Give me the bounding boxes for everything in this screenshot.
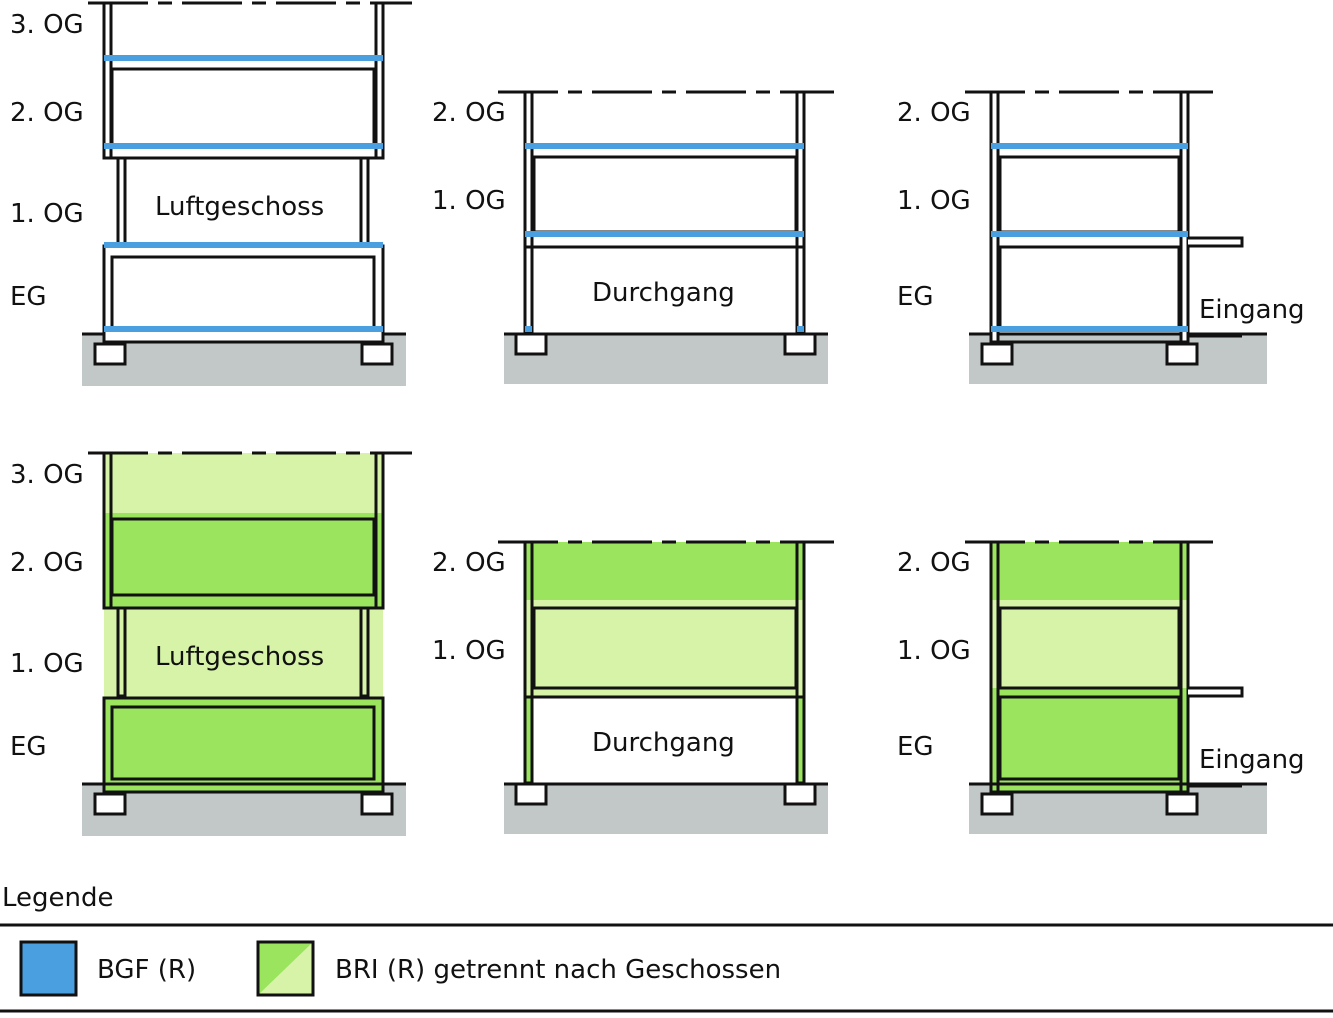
column — [359, 156, 370, 246]
floor-label: 2. OG — [897, 98, 971, 128]
bri-split-swatch-icon — [256, 940, 315, 997]
row1-sections: 3. OG 2. OG 1. OG EG Luftgeschoss 2 — [10, 1, 1305, 386]
floor-room — [110, 705, 376, 781]
row1-left-building: 3. OG 2. OG 1. OG EG Luftgeschoss — [10, 1, 412, 386]
bgf-band — [104, 55, 383, 61]
foundation — [360, 792, 394, 816]
bgf-band — [991, 143, 1188, 149]
floor-label: 2. OG — [10, 548, 84, 578]
luftgeschoss-label: Luftgeschoss — [155, 192, 324, 222]
floor-label: EG — [897, 732, 934, 762]
foundation — [514, 332, 548, 356]
floor-label: 1. OG — [897, 636, 971, 666]
foundation — [783, 332, 817, 356]
floor-room — [998, 245, 1181, 331]
eingang-label: Eingang — [1199, 745, 1305, 775]
entrance-canopy — [1188, 236, 1244, 248]
row1-middle-building: 2. OG 1. OG Durchgang — [432, 90, 834, 384]
column — [523, 90, 534, 249]
floor-label: 1. OG — [432, 186, 506, 216]
bri-dark-volume — [797, 697, 804, 784]
floor-label: EG — [10, 282, 47, 312]
floor-room — [532, 606, 798, 690]
legend-title: Legende — [2, 883, 114, 913]
floor-label: 3. OG — [10, 10, 84, 40]
foundation — [93, 342, 127, 366]
foundation — [360, 342, 394, 366]
floor-room — [998, 155, 1181, 234]
foundation — [1165, 792, 1199, 816]
durchgang-label: Durchgang — [592, 278, 735, 308]
bri-dark-volume — [525, 542, 804, 600]
entrance-canopy — [1188, 686, 1244, 698]
bgf-band — [525, 231, 804, 237]
foundation — [1165, 342, 1199, 366]
luftgeschoss-label: Luftgeschoss — [155, 642, 324, 672]
foundation — [980, 342, 1014, 366]
floor-room — [110, 67, 376, 147]
bgf-band — [104, 143, 383, 149]
bgf-band — [104, 326, 383, 332]
floor-label: 2. OG — [10, 98, 84, 128]
column — [523, 245, 534, 335]
row2-right-building: 2. OG 1. OG EG Eingang — [897, 540, 1305, 834]
column — [795, 245, 806, 335]
legend-item-label: BGF (R) — [97, 955, 196, 985]
bri-dark-volume — [991, 688, 1188, 794]
bri-light-volume — [104, 609, 383, 697]
column — [359, 606, 370, 698]
floor-room — [110, 255, 376, 331]
foundation — [783, 782, 817, 806]
bgf-band — [525, 326, 532, 332]
foundation — [93, 792, 127, 816]
bri-light-volume — [525, 600, 804, 697]
eingang-label: Eingang — [1199, 295, 1305, 325]
column — [795, 90, 806, 249]
floor-label: 1. OG — [432, 636, 506, 666]
bri-dark-volume — [991, 542, 1188, 600]
row2-left-building: 3. OG 2. OG 1. OG EG Luftgeschoss — [10, 451, 412, 836]
bgf-band — [104, 242, 383, 248]
floor-label: 1. OG — [10, 199, 84, 229]
floor-label: EG — [10, 732, 47, 762]
row2-middle-building: 2. OG 1. OG Durchgang — [432, 540, 834, 834]
column — [102, 1, 113, 160]
floor-label: 2. OG — [432, 98, 506, 128]
foundation — [514, 782, 548, 806]
durchgang-label: Durchgang — [592, 728, 735, 758]
bgf-band — [525, 143, 804, 149]
legend-item-label: BRI (R) getrennt nach Geschossen — [335, 955, 781, 985]
bgf-band — [797, 326, 804, 332]
bri-dark-volume — [525, 697, 532, 784]
column — [374, 1, 385, 160]
floor-room — [998, 606, 1181, 690]
column — [989, 90, 1000, 344]
row1-right-building: 2. OG 1. OG EG Eingang — [897, 90, 1305, 384]
floor-label: 2. OG — [897, 548, 971, 578]
floor-label: EG — [897, 282, 934, 312]
floor-label: 1. OG — [897, 186, 971, 216]
column — [116, 606, 127, 698]
column — [1179, 90, 1190, 344]
slab — [102, 696, 385, 794]
bri-light-volume — [104, 453, 383, 513]
foundation — [980, 792, 1014, 816]
floor-label: 3. OG — [10, 460, 84, 490]
bri-light-volume — [991, 600, 1188, 688]
ground-block — [504, 334, 828, 384]
bgf-swatch-icon — [19, 940, 78, 997]
bgf-band — [991, 231, 1188, 237]
column — [116, 156, 127, 246]
bgf-band — [991, 326, 1188, 332]
row2-sections: 3. OG 2. OG 1. OG EG Luftgeschoss 2. OG … — [10, 451, 1305, 836]
ground-block — [504, 784, 828, 834]
floor-label: 1. OG — [10, 649, 84, 679]
floor-room — [532, 155, 798, 234]
floor-room — [998, 695, 1181, 781]
floor-label: 2. OG — [432, 548, 506, 578]
bri-dark-volume — [104, 513, 383, 609]
floor-room — [110, 517, 376, 597]
legend: Legende BGF (R) BRI (R) getrennt nach Ge… — [0, 883, 1333, 1013]
